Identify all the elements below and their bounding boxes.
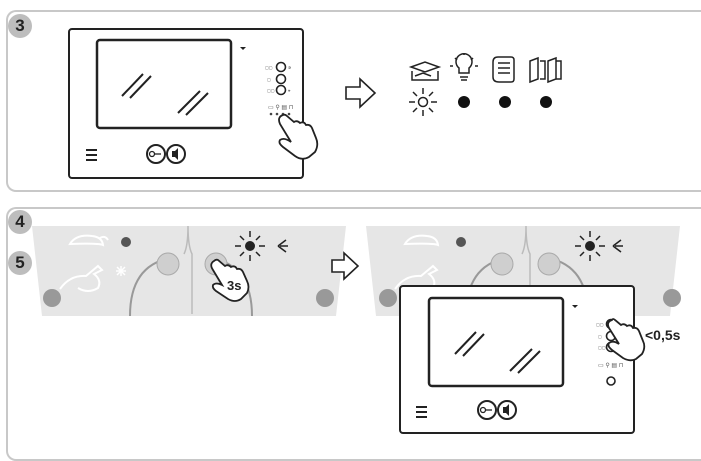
svg-text:▭ ⚲ ▤ ⊓: ▭ ⚲ ▤ ⊓ [268,104,294,111]
pointing-hand-3s-icon [210,258,250,302]
status-led [121,237,131,247]
speaker-button[interactable] [166,144,186,164]
arrow-right-icon [345,77,377,109]
mini-state-icons-2: ▭ ⚲ ▤ ⊓ [598,362,624,369]
svg-text:▢: ▢ [267,77,271,82]
mode-icon-1 [408,61,442,81]
strip-blinking-led-icon [235,231,265,261]
press-button-1[interactable] [156,252,180,276]
side-button-labels: ▢▢▢▢▢ ✲⚹ [265,65,292,93]
blinking-led-icon [409,88,437,116]
bulb-icon [450,53,478,81]
svg-text:✲: ✲ [288,65,292,70]
short-press-label: <0,5s [645,327,681,343]
strip-blinking-led-icon-2 [575,231,605,261]
svg-text:▢▢: ▢▢ [596,322,604,327]
press-button-4[interactable] [537,252,561,276]
mode-icon-3 [492,56,515,83]
led-indicator-2 [572,305,578,308]
screw-right [316,289,334,307]
menu-icon [86,149,97,161]
key-button-2[interactable] [477,400,497,420]
svg-text:▢: ▢ [598,334,602,339]
press-button-3[interactable] [490,252,514,276]
monitor-device-2: ▢▢▢▢▢ ▭ ⚲ ▤ ⊓ [399,285,646,434]
speaker-button-2[interactable] [497,400,517,420]
status-led-2 [456,237,466,247]
side-button-column [275,61,287,96]
screw-right-2 [663,289,681,307]
screw-left-2 [379,289,397,307]
mini-state-icons: ▭ ⚲ ▤ ⊓ [268,104,294,111]
hold-duration-label: 3s [227,278,241,293]
rabbit-icon-2 [394,264,439,290]
screen-glare-2 [454,331,541,374]
step-4-badge: 4 [8,210,32,234]
rabbit-icon [59,264,104,292]
led-off-2 [458,96,470,108]
enter-arrow-icon-2 [612,239,623,253]
screen-glare [121,73,209,116]
turtle-icon-2 [403,234,440,247]
step-3-badge: 3 [8,14,32,38]
led-indicator [240,47,246,50]
pointing-hand-icon [278,113,319,160]
light-burst-icon [116,266,126,276]
key-button[interactable] [146,144,166,164]
svg-text:▢▢: ▢▢ [265,65,273,70]
step-5-badge: 5 [8,251,32,275]
led-off-3 [499,96,511,108]
svg-text:▢▢: ▢▢ [598,345,606,350]
monitor-device: ▢▢▢▢▢ ✲⚹ ▭ ⚲ ▤ ⊓ [68,28,319,179]
led-off-4 [540,96,552,108]
enter-arrow-icon [277,239,288,253]
menu-icon-2 [416,406,427,418]
svg-text:⚹: ⚹ [288,88,291,93]
mode-icon-4 [529,56,562,84]
svg-text:▭ ⚲ ▤ ⊓: ▭ ⚲ ▤ ⊓ [598,362,624,369]
turtle-icon [68,234,109,247]
screw-left [43,289,61,307]
pointing-hand-short-icon [607,318,646,362]
control-panel-strip-left: 3s [32,225,346,317]
svg-text:▢▢: ▢▢ [267,88,275,93]
arrow-right-icon-2 [331,251,360,281]
